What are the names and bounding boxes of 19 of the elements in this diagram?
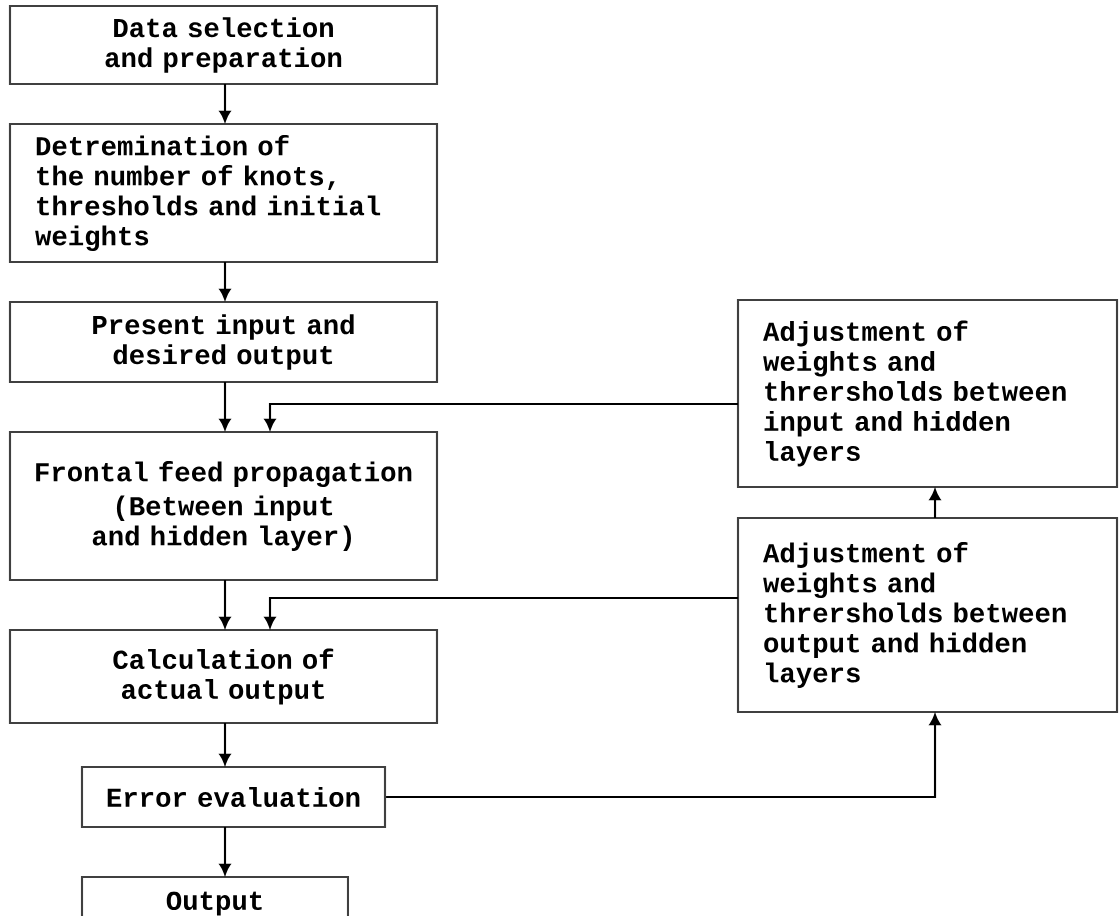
process-box: Detremination of the number of knots, thresholds and initial weights	[8, 122, 439, 264]
arrow	[219, 84, 231, 122]
arrow	[929, 489, 941, 518]
arrow	[219, 723, 231, 765]
arrow	[219, 382, 231, 430]
process-box: Adjustment of weights and thrersholds between input and hidden layers	[736, 298, 1119, 489]
arrow	[264, 596, 738, 628]
arrow	[264, 402, 738, 430]
arrow	[219, 827, 231, 875]
process-box: Present input and desired output	[8, 300, 439, 384]
arrow	[386, 714, 941, 799]
arrow	[219, 580, 231, 628]
process-box: Adjustment of weights and thrersholds between output and hidden layers	[736, 516, 1119, 714]
process-box: Output	[80, 875, 350, 916]
arrow	[219, 262, 231, 300]
process-box: Data selection and preparation	[8, 4, 439, 86]
process-box: Calculation of actual output	[8, 628, 439, 725]
process-box: Error evaluation	[80, 765, 387, 829]
process-box: Frontal feed propagation (Between input and hidden layer)	[8, 430, 439, 582]
